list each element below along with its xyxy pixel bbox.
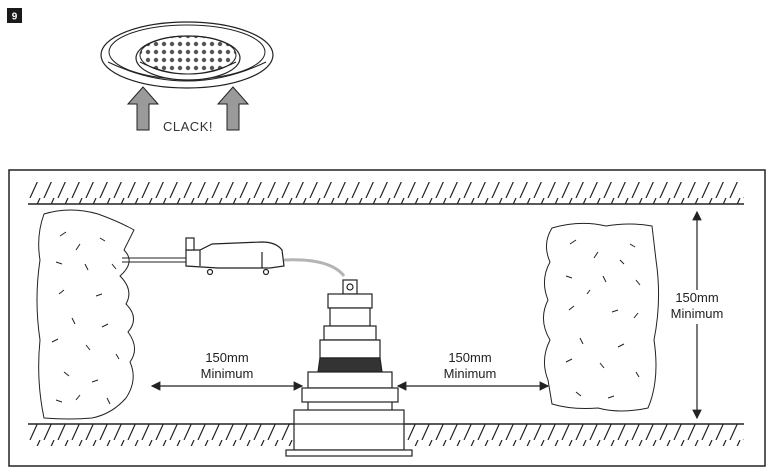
downlight-top-view [100,21,274,89]
svg-text:150mm: 150mm [675,290,718,305]
insulation-left [36,209,135,420]
right-clearance-label: 150mm Minimum [444,350,497,381]
svg-text:150mm: 150mm [448,350,491,365]
supply-cable [122,257,186,263]
clack-caption: CLACK! [163,119,213,134]
push-arrow-left [126,86,160,131]
step-number: 9 [12,12,18,23]
section-frame [8,169,766,467]
step-badge: 9 [7,8,22,23]
insulation-right [543,222,660,412]
left-clearance-label: 150mm Minimum [201,350,254,381]
ceiling-board [28,423,744,446]
push-arrow-right [216,86,250,131]
downlight-fitting [285,279,413,457]
svg-text:Minimum: Minimum [444,366,497,381]
svg-text:Minimum: Minimum [671,306,724,321]
svg-text:Minimum: Minimum [201,366,254,381]
vertical-clearance-label: 150mm Minimum [662,290,734,324]
svg-text:150mm: 150mm [205,350,248,365]
top-joist [28,182,744,205]
driver-flex-cable [283,258,346,277]
led-driver [185,237,285,276]
